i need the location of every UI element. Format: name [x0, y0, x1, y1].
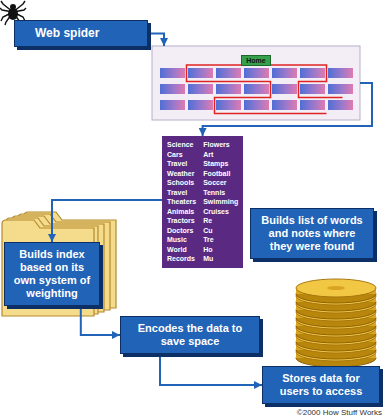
- node-text: Tennis: [203, 188, 238, 198]
- node-text: Schools: [167, 178, 196, 188]
- page-row: [160, 68, 353, 78]
- node-text: Stores data for users to access: [271, 372, 371, 398]
- process-box: Builds index based on its own system of …: [4, 242, 100, 306]
- flow-arrow: [160, 354, 262, 385]
- node-text: Doctors: [167, 226, 196, 236]
- process-box: Web spider: [14, 20, 148, 47]
- flow-arrow: [203, 83, 372, 136]
- node-text: Re: [203, 216, 238, 226]
- node-text: Football: [203, 169, 238, 179]
- node-text: Cars: [167, 150, 196, 160]
- node-text: Music: [167, 235, 196, 245]
- process-box: Stores data for users to access: [262, 366, 380, 404]
- flow-arrow: [52, 200, 162, 242]
- node-text: Animals: [167, 207, 196, 217]
- site-panel: [152, 46, 360, 120]
- process-box: Encodes the data to save space: [120, 316, 260, 354]
- page-row: [160, 100, 353, 110]
- node-text: Mu: [203, 254, 238, 264]
- page-row: [160, 84, 353, 94]
- website-panel: Home: [152, 46, 360, 120]
- node-text: Flowers: [203, 140, 238, 150]
- node-text: Travel: [167, 159, 196, 169]
- node-text: Web spider: [35, 26, 139, 41]
- node-text: World: [167, 245, 196, 255]
- node-text: Science: [167, 140, 196, 150]
- copyright-note: ©2000 How Stuff Works: [297, 408, 382, 417]
- node-text: Soccer: [203, 178, 238, 188]
- node-text: Home: [241, 55, 270, 66]
- node-text: Builds list of words and notes where the…: [259, 214, 365, 253]
- node-text: Cu: [203, 226, 238, 236]
- flow-arrow: [81, 306, 120, 335]
- node-text: Records: [167, 254, 196, 264]
- word-list: ScienceCarsTravelWeatherSchoolsTravelThe…: [162, 136, 243, 268]
- node-text: Art: [203, 150, 238, 160]
- node-text: Encodes the data to save space: [129, 322, 251, 348]
- node-text: Ho: [203, 245, 238, 255]
- spider-head: [10, 4, 16, 10]
- node-text: Tre: [203, 235, 238, 245]
- node-text: Stamps: [203, 159, 238, 169]
- node-text: Tractors: [167, 216, 196, 226]
- node-text: Weather: [167, 169, 196, 179]
- node-text: Builds index based on its own system of …: [13, 248, 91, 300]
- node-text: Travel: [167, 188, 196, 198]
- node-text: Swimming: [203, 197, 238, 207]
- node-text: Cruises: [203, 207, 238, 217]
- node-text: Theaters: [167, 197, 196, 207]
- disk: [296, 279, 376, 303]
- process-box: Builds list of words and notes where the…: [250, 208, 374, 259]
- flow-arrow: [148, 34, 164, 47]
- link-lines: [187, 61, 343, 114]
